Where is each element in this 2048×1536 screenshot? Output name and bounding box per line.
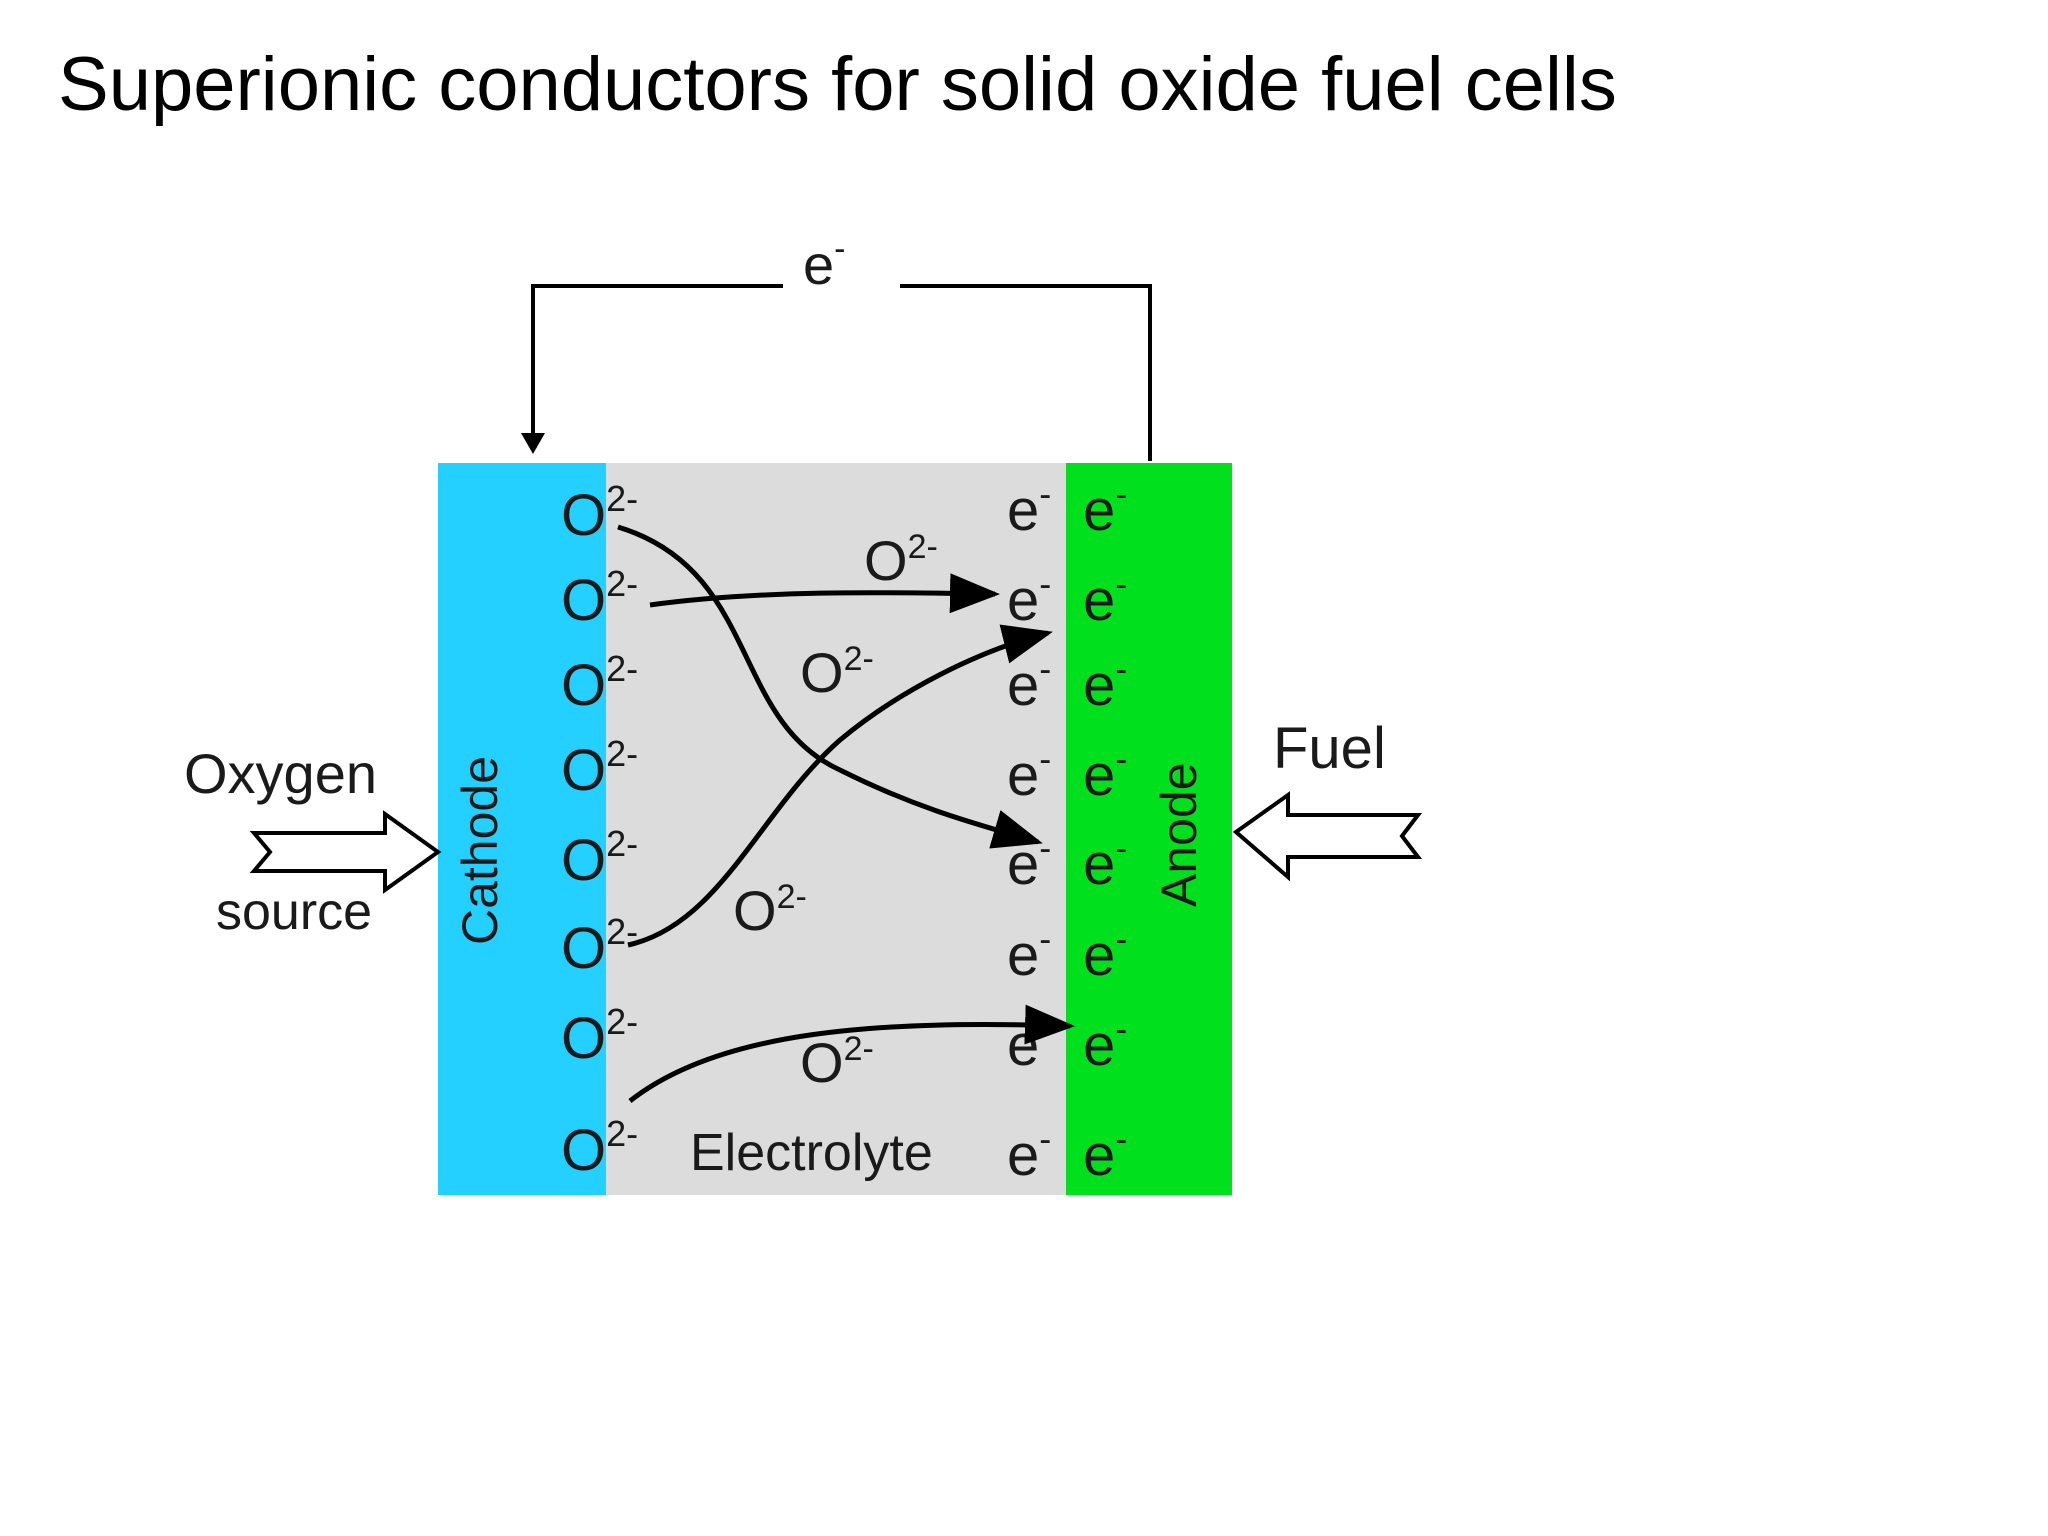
cathode-ion-column: O2- O2- O2- O2- O2- O2- O2- O2- bbox=[561, 478, 638, 1183]
ion-path-arrow bbox=[627, 624, 1053, 948]
external-circuit-wire bbox=[900, 284, 1152, 461]
electrolyte-label: Electrolyte bbox=[690, 1124, 933, 1182]
cathode-oxide-ion: O2- bbox=[561, 823, 638, 893]
cathode-layer bbox=[438, 463, 606, 1195]
cathode-label: Cathode bbox=[452, 756, 508, 945]
electron: e- bbox=[1083, 563, 1127, 633]
electron: e- bbox=[1083, 738, 1127, 808]
circuit-electron-sup: - bbox=[834, 230, 845, 268]
transit-oxide-ion: O2- bbox=[864, 528, 938, 592]
electron: e- bbox=[1007, 1118, 1051, 1188]
source-label: source bbox=[216, 883, 372, 941]
circuit-electron-label: e- bbox=[803, 230, 845, 296]
electron: e- bbox=[1083, 648, 1127, 718]
ion-path-arrow bbox=[649, 573, 1000, 614]
anode-label: Anode bbox=[1151, 762, 1207, 907]
slide-title: Superionic conductors for solid oxide fu… bbox=[58, 42, 1617, 127]
electron: e- bbox=[1083, 1008, 1127, 1078]
electron: e- bbox=[1083, 473, 1127, 543]
transit-oxide-ion: O2- bbox=[733, 878, 807, 942]
circuit-electron-base: e bbox=[803, 233, 834, 296]
electron: e- bbox=[1007, 918, 1051, 988]
anode-electron-column: e- e- e- e- e- e- e- e- bbox=[1083, 473, 1127, 1188]
cathode-oxide-ion: O2- bbox=[561, 563, 638, 633]
electron: e- bbox=[1083, 918, 1127, 988]
cathode-oxide-ion: O2- bbox=[561, 911, 638, 981]
external-circuit-arrow bbox=[531, 284, 783, 445]
anode-layer bbox=[1066, 463, 1232, 1195]
electron: e- bbox=[1007, 563, 1051, 633]
cathode-oxide-ion: O2- bbox=[561, 648, 638, 718]
circuit-arrowhead bbox=[521, 433, 545, 454]
cathode-oxide-ion: O2- bbox=[561, 478, 638, 548]
oxygen-label: Oxygen bbox=[184, 742, 377, 805]
electron: e- bbox=[1007, 738, 1051, 808]
transit-oxide-ion: O2- bbox=[800, 640, 874, 704]
electron: e- bbox=[1083, 827, 1127, 897]
cathode-oxide-ion: O2- bbox=[561, 733, 638, 803]
cathode-oxide-ion: O2- bbox=[561, 1113, 638, 1183]
electron: e- bbox=[1083, 1118, 1127, 1188]
electron: e- bbox=[1007, 473, 1051, 543]
cathode-oxide-ion: O2- bbox=[561, 1001, 638, 1071]
ion-path-arrow bbox=[628, 1004, 1075, 1103]
electrolyte-electron-column: e- e- e- e- e- e- e- e- bbox=[1007, 473, 1051, 1188]
fuel-inlet-arrow bbox=[1232, 791, 1423, 882]
oxygen-inlet-arrow bbox=[249, 810, 442, 894]
fuel-label: Fuel bbox=[1273, 716, 1386, 781]
ion-path-arrow bbox=[617, 524, 1043, 849]
transit-oxide-ion: O2- bbox=[800, 1030, 874, 1094]
